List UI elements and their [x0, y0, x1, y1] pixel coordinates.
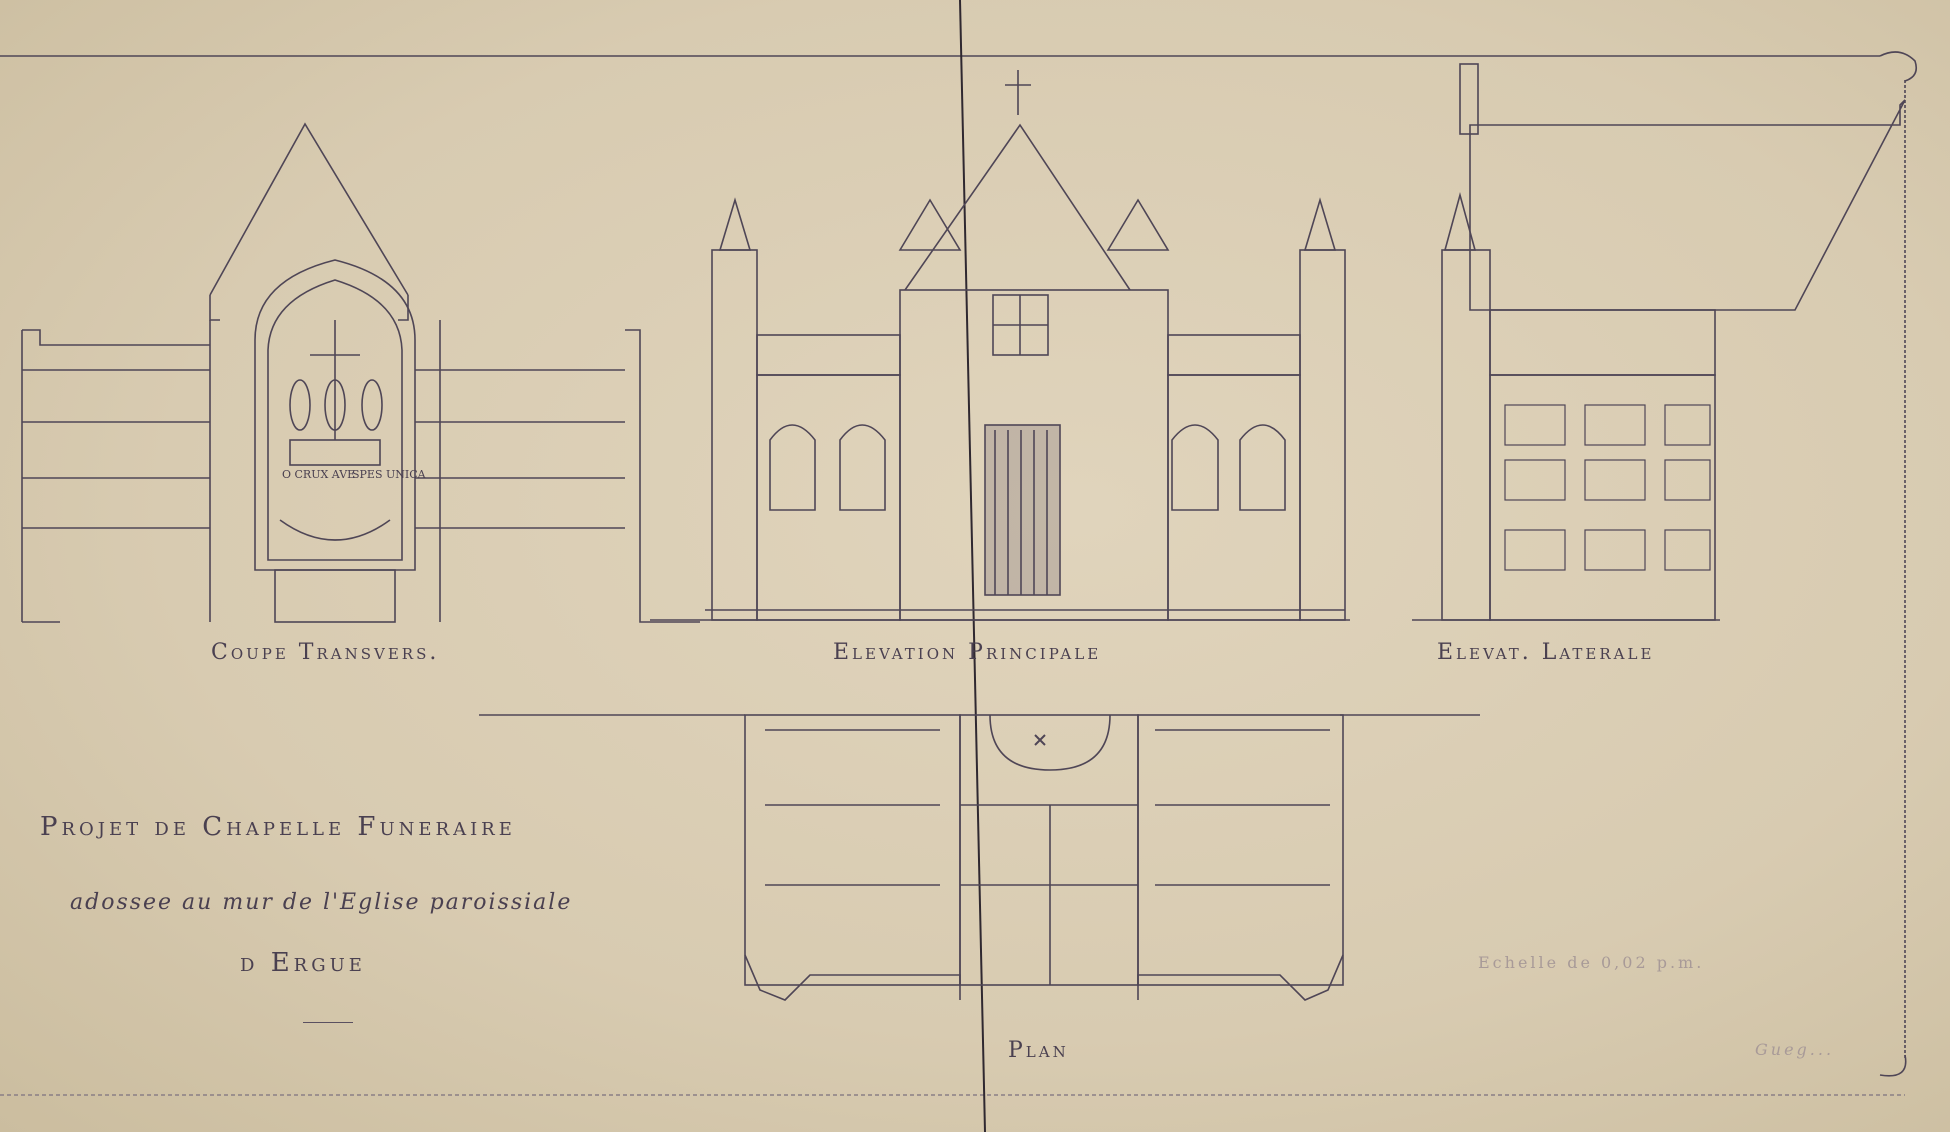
fold-line	[959, 0, 986, 1132]
main-elevation-drawing	[650, 70, 1350, 621]
sheet-border	[0, 51, 1918, 1096]
inscription-left: O CRUX AVE	[282, 468, 355, 481]
side-elevation-drawing	[1412, 63, 1906, 621]
drawing-title: Projet de Chapelle Funeraire	[40, 812, 516, 842]
inscription-right: SPES UNICA	[352, 468, 427, 481]
title-underline	[303, 1022, 353, 1023]
drawing-subtitle: adossee au mur de l'Eglise paroissiale	[70, 890, 573, 915]
cross-section-drawing	[21, 122, 700, 623]
scale-note: Echelle de 0,02 p.m.	[1478, 953, 1705, 972]
main-elevation-label: Elevation Principale	[833, 640, 1102, 665]
plan-drawing	[479, 714, 1480, 1001]
side-elevation-label: Elevat. Laterale	[1437, 640, 1655, 665]
drawing-location: d Ergue	[240, 948, 366, 978]
plan-label: Plan	[1008, 1038, 1069, 1063]
signature: Gueg...	[1755, 1040, 1835, 1059]
section-label: Coupe Transvers.	[211, 640, 440, 665]
